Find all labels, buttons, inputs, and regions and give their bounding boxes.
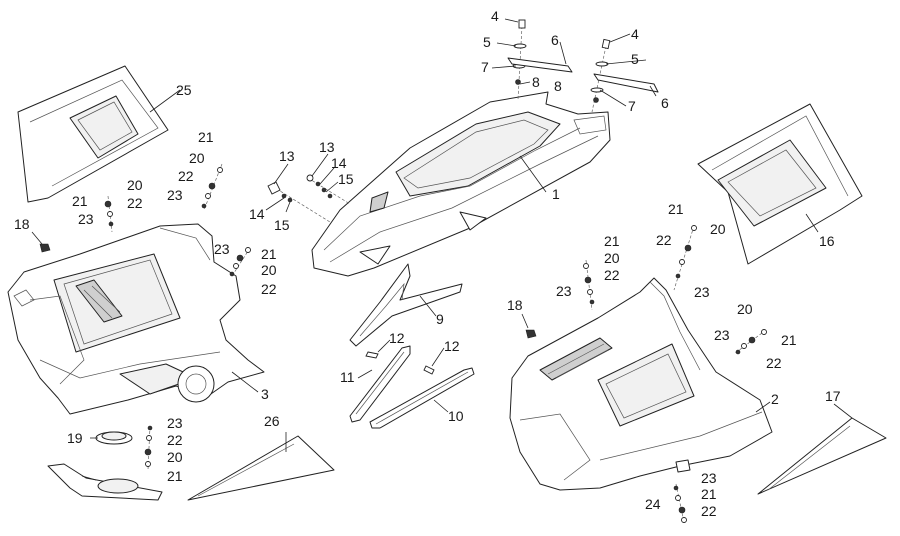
callout-22-f: 22 [656, 232, 672, 248]
decal-25 [187, 435, 335, 501]
callout-20-h: 21 [701, 486, 717, 502]
callout-23-d: 23 [167, 415, 183, 431]
trim-9 [349, 263, 463, 347]
callout-20-c: 20 [261, 262, 277, 278]
callout-2: 2 [771, 391, 779, 407]
callout-23-c: 23 [214, 241, 230, 257]
callout-7-right: 7 [628, 98, 636, 114]
callout-4-left: 4 [491, 8, 499, 24]
callout-22-a: 22 [178, 168, 194, 184]
callout-17: 17 [825, 388, 841, 404]
fastener-stack-top-right [590, 38, 659, 113]
callout-21-a: 21 [198, 129, 214, 145]
fastener-18 [39, 243, 537, 339]
callout-21-g: 21 [781, 332, 797, 348]
callout-21-e: 21 [604, 233, 620, 249]
callout-22-e: 22 [604, 267, 620, 283]
callout-22-c: 22 [261, 281, 277, 297]
callout-22-b: 22 [127, 195, 143, 211]
callout-20-a: 20 [189, 150, 205, 166]
callout-14-left: 14 [249, 206, 265, 222]
callout-23-g: 23 [714, 327, 730, 343]
callout-19: 19 [67, 430, 83, 446]
callout-20-d: 20 [167, 449, 183, 465]
callout-10: 10 [448, 408, 464, 424]
side-panel-24 [17, 65, 169, 203]
callout-1: 1 [552, 186, 560, 202]
callout-15-right: 15 [338, 171, 354, 187]
callout-21-b: 21 [72, 193, 88, 209]
callout-15-left: 15 [274, 217, 290, 233]
callout-23-b: 23 [78, 211, 94, 227]
callout-18-left: 18 [14, 216, 30, 232]
callout-25: 26 [264, 413, 280, 429]
callout-22-g: 22 [766, 355, 782, 371]
fastener-stack-hood-left [267, 174, 351, 223]
callout-6-right: 6 [661, 95, 669, 111]
callout-23-h: 24 [645, 496, 661, 512]
callout-22-h: 23 [701, 470, 717, 486]
callout-5-left: 5 [483, 34, 491, 50]
side-cowl-2 [509, 277, 773, 491]
callout-22-d: 22 [167, 432, 183, 448]
callout-8-left: 8 [532, 74, 540, 90]
callout-13-right: 13 [319, 139, 335, 155]
callout-20-b: 20 [127, 177, 143, 193]
callout-11: 11 [340, 369, 355, 385]
callout-23-f: 23 [694, 284, 710, 300]
hood-1 [311, 91, 611, 277]
callout-21-h: 22 [701, 503, 717, 519]
callout-9: 9 [436, 311, 444, 327]
fastener-stack-top-left [507, 19, 573, 101]
callout-20-f: 20 [710, 221, 726, 237]
fastener-stack-cowl-left [104, 163, 251, 277]
callout-21-c: 21 [261, 246, 277, 262]
callout-13-left: 13 [279, 148, 295, 164]
strip-10 [369, 367, 475, 429]
callout-21-f: 21 [668, 201, 684, 217]
callout-18-right: 18 [507, 297, 523, 313]
callout-14-right: 14 [331, 155, 347, 171]
callout-16: 16 [819, 233, 835, 249]
callout-8-right: 8 [554, 78, 562, 94]
callout-6-left: 6 [551, 32, 559, 48]
grommet-19 [95, 431, 133, 445]
leader-lines [31, 18, 853, 481]
callout-23-a: 23 [167, 187, 183, 203]
callout-20-e: 20 [604, 250, 620, 266]
callout-3: 3 [261, 386, 269, 402]
callout-12-left: 12 [389, 330, 405, 346]
callout-23-e: 23 [556, 283, 572, 299]
callout-7-left: 7 [481, 59, 489, 75]
base-plate-26 [47, 463, 163, 501]
strip-11 [349, 345, 411, 423]
callout-12-right: 12 [444, 338, 460, 354]
callout-24: 25 [176, 82, 192, 98]
callout-21-d: 21 [167, 468, 183, 484]
callout-5-right: 5 [631, 51, 639, 67]
fastener-stack-lower-left [144, 425, 153, 471]
callout-4-right: 4 [631, 26, 639, 42]
decal-17 [757, 417, 887, 495]
side-cowl-3 [7, 223, 265, 415]
callout-labels: 1 2 3 4 4 5 5 6 6 7 7 8 8 9 10 11 12 12 … [14, 8, 841, 519]
fastener-12 [365, 351, 435, 375]
side-panel-16 [697, 103, 863, 265]
fastener-stack-cowl-right [583, 225, 767, 523]
callout-20-g: 20 [737, 301, 753, 317]
